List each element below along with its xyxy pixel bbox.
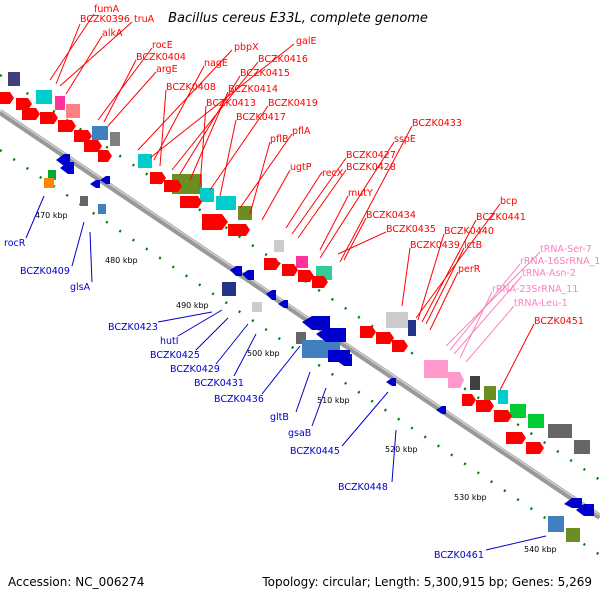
gene-label-ugtP[interactable]: ugtP [290, 162, 312, 173]
gene-label-BCZK0434[interactable]: BCZK0434 [366, 210, 416, 221]
tick-label-490: 490 kbp [176, 301, 209, 310]
gene-label-BCZK0451[interactable]: BCZK0451 [534, 316, 584, 327]
gene-label-BCZK0423[interactable]: BCZK0423 [108, 322, 158, 333]
gene-label-BCZK0433[interactable]: BCZK0433 [412, 118, 462, 129]
genome-title: Bacillus cereus E33L, complete genome [168, 11, 428, 26]
rna-gene-label-text: tRNA-Ser-7 rRNA-16SrRNA_11 tRNA-Asn-2 rR… [492, 244, 600, 309]
gene-label-pbpX[interactable]: pbpX [234, 42, 259, 53]
gene-label-BCZK0416[interactable]: BCZK0416 [258, 54, 308, 65]
gene-label-rocE[interactable]: rocE [152, 40, 173, 51]
gene-label-BCZK0419[interactable]: BCZK0419 [268, 98, 318, 109]
accession-label: Accession: NC_006274 [8, 575, 144, 589]
gene-label-BCZK0428[interactable]: BCZK0428 [346, 162, 396, 173]
tick-labels: 470 kbp 480 kbp 490 kbp 500 kbp 510 kbp … [35, 211, 557, 554]
gene-label-lctB[interactable]: lctB [464, 240, 482, 251]
gene-label-BCZK0436[interactable]: BCZK0436 [214, 394, 264, 405]
gene-label-pflB[interactable]: pflB [270, 134, 289, 145]
gene-label-BCZK0404[interactable]: BCZK0404 [136, 52, 186, 63]
gene-label-mutY[interactable]: mutY [348, 188, 373, 199]
rna-label-tRNA-Leu-1[interactable]: tRNA-Leu-1 [514, 298, 568, 309]
gene-label-BCZK0441[interactable]: BCZK0441 [476, 212, 526, 223]
tick-label-520: 520 kbp [385, 445, 418, 454]
rna-feature-blocks [424, 360, 464, 388]
rna-label-tRNA-Asn-2[interactable]: tRNA-Asn-2 [522, 268, 576, 279]
gene-label-BCZK0396[interactable]: BCZK0396 [80, 14, 130, 25]
gene-label-perR[interactable]: perR [458, 264, 481, 275]
gene-label-BCZK0445[interactable]: BCZK0445 [290, 446, 340, 457]
reverse-gene-label-text: rocR BCZK0409 glsA BCZK0423 hutI BCZK042… [4, 238, 484, 561]
gene-label-BCZK0415[interactable]: BCZK0415 [240, 68, 290, 79]
gene-label-BCZK0413[interactable]: BCZK0413 [206, 98, 256, 109]
forward-gene-label-text: fumA BCZK0396 truA alkA rocE BCZK0404 ar… [80, 4, 584, 327]
gene-label-gsaB[interactable]: gsaB [288, 428, 311, 439]
tick-label-510: 510 kbp [317, 396, 350, 405]
gene-label-sspE[interactable]: sspE [394, 134, 416, 145]
gene-label-BCZK0461[interactable]: BCZK0461 [434, 550, 484, 561]
gene-label-BCZK0440[interactable]: BCZK0440 [444, 226, 494, 237]
gene-label-BCZK0439[interactable]: BCZK0439 [410, 240, 460, 251]
tick-label-470: 470 kbp [35, 211, 68, 220]
gene-label-recX[interactable]: recX [322, 168, 344, 179]
gene-label-BCZK0435[interactable]: BCZK0435 [386, 224, 436, 235]
rna-label-tRNA-Ser-7[interactable]: tRNA-Ser-7 [540, 244, 592, 255]
gene-label-BCZK0417[interactable]: BCZK0417 [236, 112, 286, 123]
gene-label-rocR[interactable]: rocR [4, 238, 26, 249]
tick-label-540: 540 kbp [524, 545, 557, 554]
forward-gene-labels [49, 13, 535, 391]
genome-backbone-highlight [0, 109, 600, 516]
reverse-gene-arrows [56, 154, 594, 516]
gene-label-fumA[interactable]: fumA [94, 4, 120, 15]
gene-label-BCZK0409[interactable]: BCZK0409 [20, 266, 70, 277]
reverse-feature-blocks [44, 170, 580, 542]
genome-summary-label: Topology: circular; Length: 5,300,915 bp… [261, 575, 592, 589]
gene-label-argE[interactable]: argE [156, 64, 178, 75]
rna-label-rRNA-16SrRNA_11[interactable]: rRNA-16SrRNA_11 [520, 256, 600, 267]
forward-feature-blocks [8, 72, 590, 454]
tick-label-480: 480 kbp [105, 256, 138, 265]
gene-label-BCZK0425[interactable]: BCZK0425 [150, 350, 200, 361]
gene-label-BCZK0431[interactable]: BCZK0431 [194, 378, 244, 389]
gene-label-BCZK0414[interactable]: BCZK0414 [228, 84, 278, 95]
gene-label-hutI[interactable]: hutI [160, 336, 179, 347]
gene-label-pflA[interactable]: pflA [292, 126, 311, 137]
forward-gene-arrows [0, 92, 544, 454]
gene-label-BCZK0427[interactable]: BCZK0427 [346, 150, 396, 161]
rna-label-rRNA-23SrRNA_11[interactable]: rRNA-23SrRNA_11 [492, 284, 578, 295]
gene-label-BCZK0429[interactable]: BCZK0429 [170, 364, 220, 375]
gene-label-galE[interactable]: galE [296, 36, 317, 47]
gene-label-gltB[interactable]: gltB [270, 412, 289, 423]
gene-label-BCZK0408[interactable]: BCZK0408 [166, 82, 216, 93]
gene-label-alkA[interactable]: alkA [102, 28, 123, 39]
gene-label-nagE[interactable]: nagE [204, 58, 228, 69]
gene-label-BCZK0448[interactable]: BCZK0448 [338, 482, 388, 493]
gene-label-glsA[interactable]: glsA [70, 282, 91, 293]
tick-label-530: 530 kbp [454, 493, 487, 502]
gene-label-bcp[interactable]: bcp [500, 196, 517, 207]
tick-label-500: 500 kbp [247, 349, 280, 358]
reverse-gene-label-lines [25, 195, 547, 551]
tick-track-inner [0, 148, 600, 557]
gene-label-truA[interactable]: truA [134, 14, 155, 25]
genome-backbone [0, 109, 600, 520]
rna-gene-label-lines [445, 251, 541, 363]
